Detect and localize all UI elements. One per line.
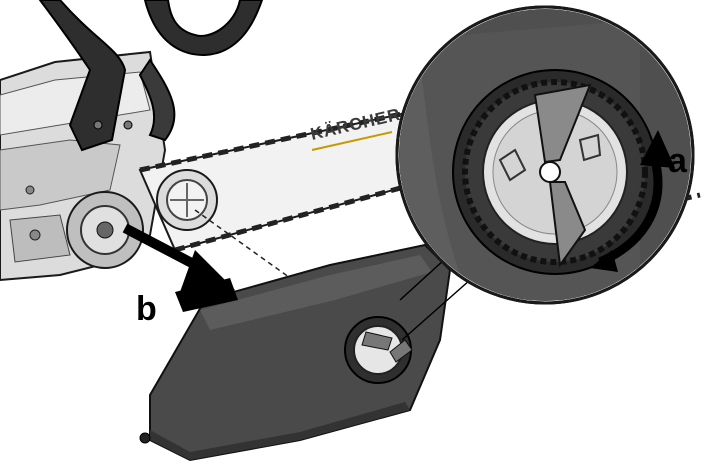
alignment-dashed-line xyxy=(194,209,301,286)
zoom-detail xyxy=(395,5,695,341)
cover-knob xyxy=(344,316,413,384)
rotation-arrow xyxy=(590,130,675,272)
label-b: b xyxy=(136,290,157,328)
label-a: a xyxy=(668,142,688,180)
front-handle xyxy=(38,0,264,152)
removal-arrow xyxy=(122,223,238,312)
sprocket-assembly xyxy=(66,169,218,269)
